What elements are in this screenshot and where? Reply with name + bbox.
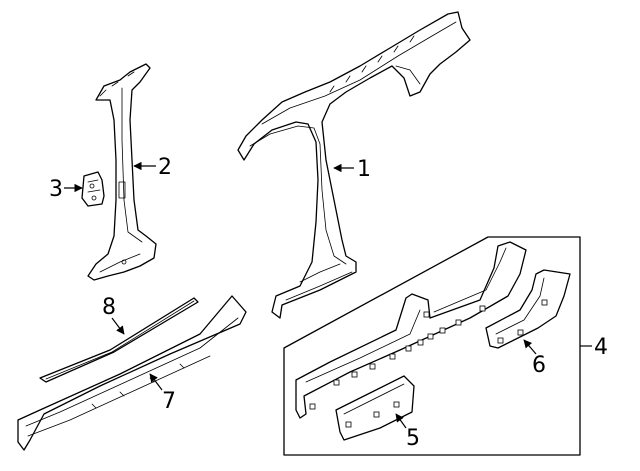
part-4-inner-rocker	[295, 241, 527, 419]
callout-label-6: 6	[532, 353, 546, 378]
part-2-b-pillar	[87, 63, 157, 281]
leader-8-arrow	[111, 317, 125, 335]
leader-7-arrow	[149, 373, 163, 391]
callout-label-2: 2	[158, 155, 172, 180]
part-8-sill-strip	[39, 297, 199, 383]
part-5-reinforcement	[335, 375, 415, 441]
callout-label-4: 4	[594, 335, 608, 360]
callout-6: 6	[523, 339, 546, 378]
leader-6-arrow	[523, 339, 537, 355]
callout-2: 2	[133, 155, 172, 180]
leader-5-arrow	[395, 413, 407, 429]
callout-7: 7	[149, 373, 176, 414]
callout-4: 4	[580, 335, 608, 360]
callout-label-5: 5	[406, 426, 420, 451]
callout-5: 5	[395, 413, 420, 451]
part-7-rocker-panel	[17, 295, 247, 451]
part-3-bracket	[81, 171, 105, 207]
callout-label-7: 7	[162, 389, 176, 414]
callout-label-1: 1	[357, 157, 371, 182]
callout-1: 1	[333, 157, 371, 182]
callout-8: 8	[102, 295, 125, 335]
part-6-bracket	[485, 269, 571, 349]
part-1-pillar-assembly	[237, 11, 471, 319]
callout-label-3: 3	[49, 177, 63, 202]
callout-3: 3	[49, 177, 83, 202]
callout-label-8: 8	[102, 295, 116, 320]
